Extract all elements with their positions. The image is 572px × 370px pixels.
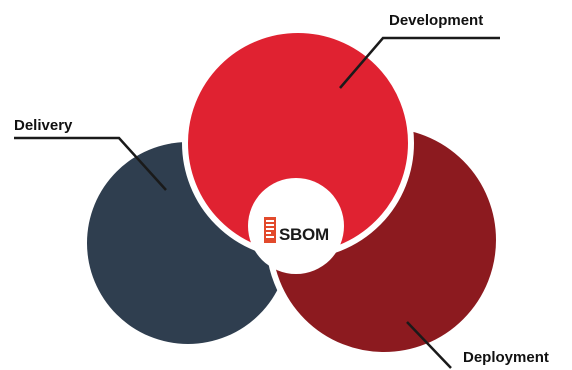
sbom-logo: SBOM: [263, 216, 329, 243]
development-leader-line: [339, 36, 500, 89]
sbom-text: SBOM: [279, 225, 329, 244]
delivery-label: Delivery: [14, 117, 73, 134]
development-label: Development: [389, 12, 484, 29]
sbom-document-icon: [264, 216, 276, 243]
center-hole: [248, 178, 344, 274]
deployment-leader-line: [406, 321, 452, 369]
delivery-leader-line: [14, 136, 167, 191]
deployment-label: Deployment: [463, 349, 549, 366]
